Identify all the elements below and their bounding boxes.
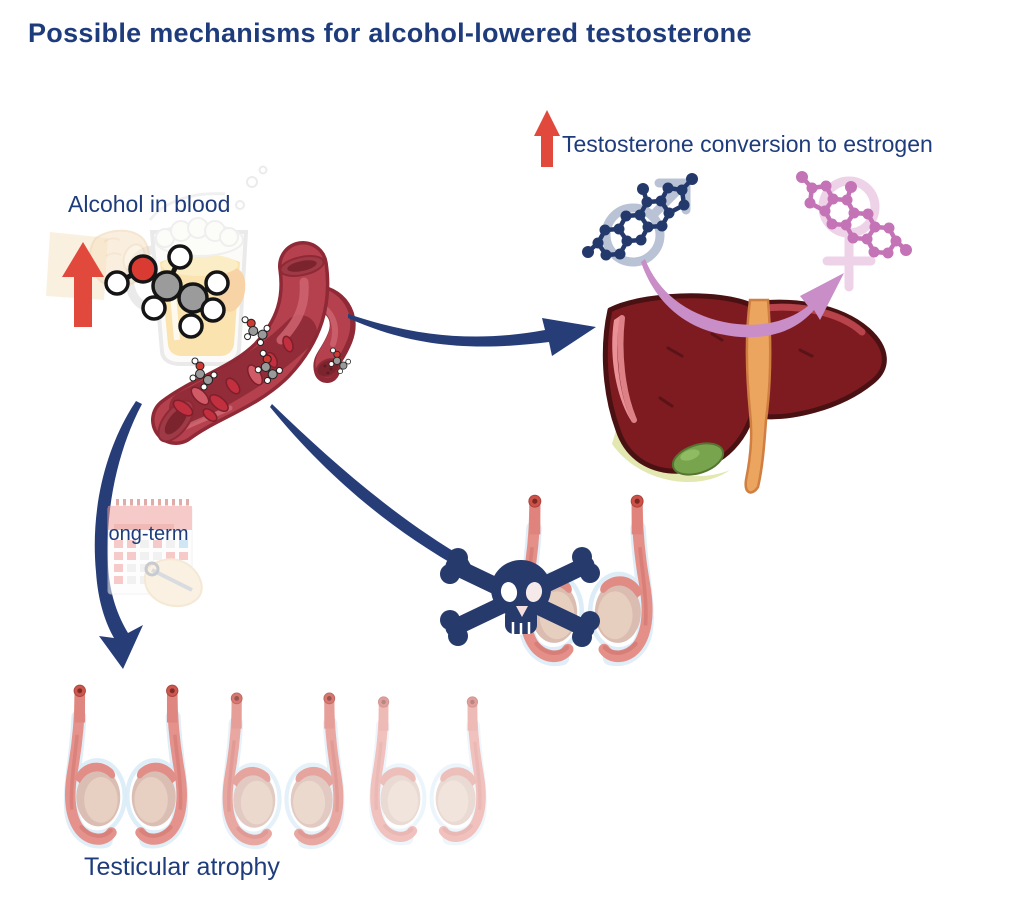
- skull-crossbones-icon: [440, 547, 600, 647]
- blood-vessel-icon: [151, 241, 356, 445]
- calendar-icon: [107, 499, 203, 607]
- testosterone-molecule-icon: [582, 173, 698, 261]
- testes-pair-2: [227, 693, 338, 842]
- testes-pair-3: [375, 697, 481, 839]
- testes-pair-1: [70, 685, 182, 841]
- up-arrow-conversion-icon: [534, 110, 560, 167]
- ethanol-molecule-icon: [104, 244, 230, 339]
- writing-hand-icon: [144, 558, 203, 607]
- arrow-long-term: [94, 401, 143, 669]
- conversion-label: Testosterone conversion to estrogen: [562, 131, 933, 157]
- page-title: Possible mechanisms for alcohol-lowered …: [28, 18, 752, 48]
- estrogen-molecule-icon: [796, 171, 912, 259]
- arrow-to-liver: [348, 314, 596, 356]
- testicular-atrophy-label: Testicular atrophy: [84, 853, 280, 881]
- up-arrow-alcohol-icon: [62, 242, 104, 327]
- arrow-testosterone-to-estrogen: [641, 259, 844, 338]
- alcohol-in-blood-label: Alcohol in blood: [68, 191, 231, 217]
- red-blood-cells: [172, 335, 294, 422]
- arrow-to-skull: [270, 404, 478, 578]
- long-term-label: long-term: [104, 523, 189, 545]
